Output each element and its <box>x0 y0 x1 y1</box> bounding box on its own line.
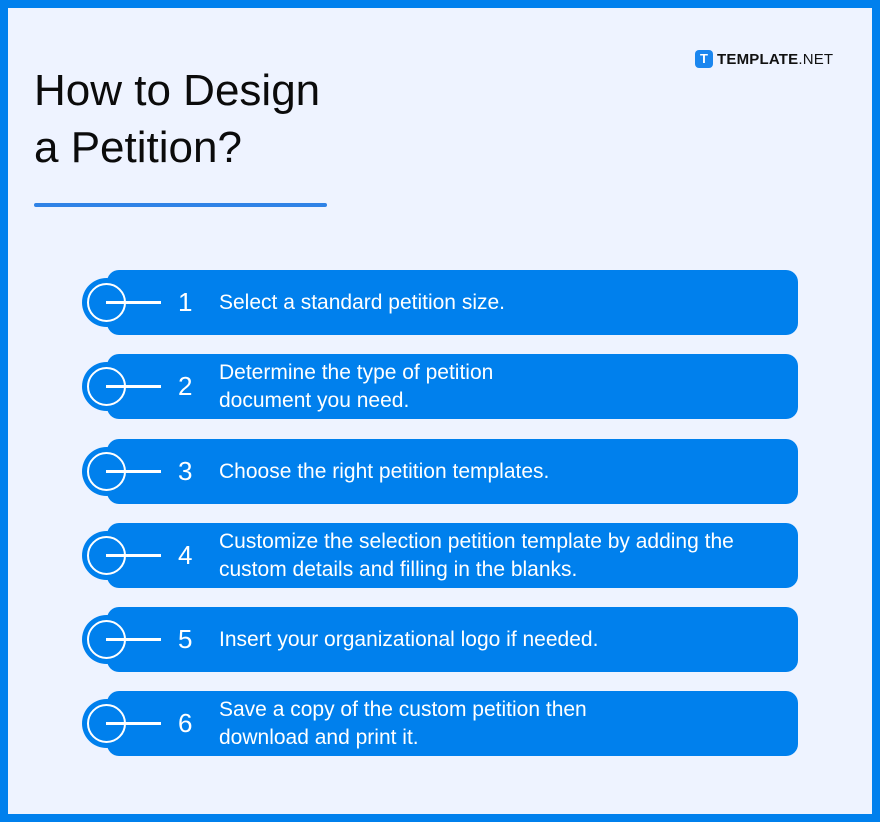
brand-logo: T TEMPLATE.NET <box>695 50 833 68</box>
brand-name-suffix: .NET <box>798 50 834 68</box>
step-number: 3 <box>178 456 193 486</box>
template-logo-icon: T <box>695 50 713 68</box>
title-line-1: How to Design <box>34 66 321 115</box>
step-text: Insert your organizational logo if neede… <box>219 627 599 651</box>
step-card <box>107 607 798 672</box>
step-text: Save a copy of the custom petition then … <box>219 697 587 749</box>
step-text: Determine the type of petition document … <box>219 360 494 412</box>
step-number: 6 <box>178 708 193 738</box>
step-text: Customize the selection petition templat… <box>219 529 734 581</box>
connector-line-icon <box>106 470 161 473</box>
step-number: 4 <box>178 540 193 570</box>
page-title: How to Design a Petition? <box>34 62 320 176</box>
step-text: Choose the right petition templates. <box>219 459 550 483</box>
step-number: 5 <box>178 624 193 654</box>
step-card <box>107 439 798 504</box>
step-card <box>107 270 798 335</box>
connector-line-icon <box>106 554 161 557</box>
title-underline-divider <box>34 203 327 207</box>
step-item: 1 Select a standard petition size. <box>82 270 798 335</box>
step-number: 1 <box>178 287 193 317</box>
brand-name-main: TEMPLATE <box>717 50 799 68</box>
step-item: 3 Choose the right petition templates. <box>82 439 798 504</box>
title-line-2: a Petition? <box>34 123 242 172</box>
connector-line-icon <box>106 301 161 304</box>
step-text: Select a standard petition size. <box>219 290 506 314</box>
step-item: 4 Customize the selection petition templ… <box>82 523 798 588</box>
connector-line-icon <box>106 638 161 641</box>
step-number: 2 <box>178 371 193 401</box>
step-item: 5 Insert your organizational logo if nee… <box>82 607 798 672</box>
step-card <box>107 523 798 588</box>
brand-name: TEMPLATE.NET <box>717 51 833 68</box>
connector-line-icon <box>106 722 161 725</box>
connector-line-icon <box>106 385 161 388</box>
step-item: 6 Save a copy of the custom petition the… <box>82 691 798 756</box>
step-card <box>107 354 798 419</box>
step-card <box>107 691 798 756</box>
step-item: 2 Determine the type of petition documen… <box>82 354 798 419</box>
